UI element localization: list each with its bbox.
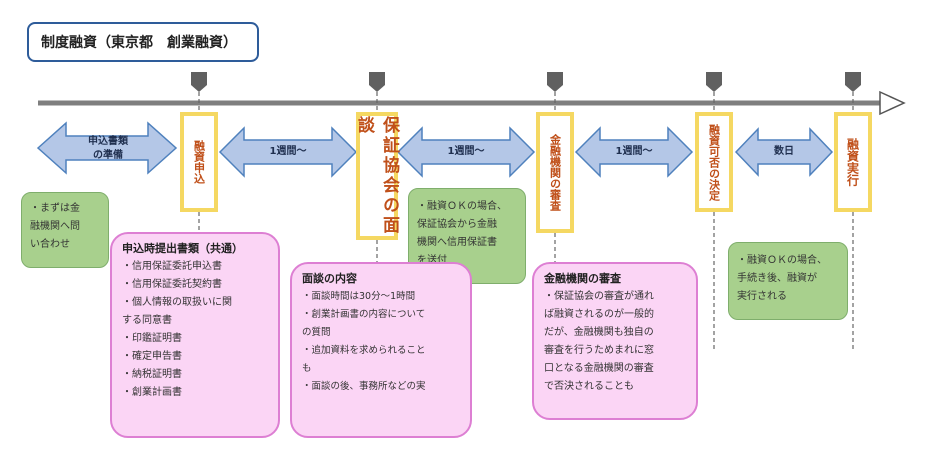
note-line: ・面談時間は30分～1時間: [302, 291, 416, 302]
note-heading: 申込時提出書類（共通）: [122, 242, 243, 255]
note-line: ・印鑑証明書: [122, 333, 182, 344]
stage-loan-application: 融資申込: [180, 112, 218, 212]
duration-label-3: 1週間～: [422, 145, 510, 159]
note-line: ・まずは金: [30, 203, 80, 214]
note-contact-bank: ・まずは金 融機関へ問 い合わせ: [21, 192, 109, 268]
note-line: も: [302, 363, 312, 374]
note-line: ・保証協会の審査が通れ: [544, 291, 654, 302]
note-required-documents: 申込時提出書類（共通） ・信用保証委託申込書 ・信用保証委託契約書 ・個人情報の…: [110, 232, 280, 438]
duration-arrow-1: [36, 121, 178, 175]
note-line: 実行される: [737, 291, 787, 302]
note-line: ・個人情報の取扱いに関: [122, 297, 232, 308]
duration-label-5-text: 数日: [774, 146, 794, 157]
duration-label-4-text: 1週間～: [615, 146, 653, 157]
stage-loan-application-label: 融資申込: [192, 140, 206, 184]
duration-label-3-text: 1週間～: [447, 146, 485, 157]
milestone-pin-3: [547, 72, 563, 262]
note-line: ・融資ＯＫの場合、: [417, 201, 507, 212]
note-line: ・追加資料を求められること: [302, 345, 426, 356]
stage-bank-review-label: 金融機関の審査: [548, 134, 562, 211]
note-interview-content: 面談の内容 ・面談時間は30分～1時間 ・創業計画書の内容について の質問 ・追…: [290, 262, 472, 438]
milestone-pin-5: [845, 72, 861, 350]
note-line: の質問: [302, 327, 331, 338]
note-line: ・創業計画書の内容について: [302, 309, 426, 320]
stage-guarantee-interview-label: 保証協会の面談: [354, 116, 399, 236]
note-line: ・信用保証委託申込書: [122, 261, 222, 272]
duration-arrow-5: [734, 127, 834, 177]
duration-label-2-text: 1週間～: [269, 146, 307, 157]
note-line: だが、金融機関も独自の: [544, 327, 654, 338]
note-line: 口となる金融機関の審査: [544, 363, 654, 374]
milestone-pin-1: [191, 72, 207, 232]
note-line: で否決されることも: [544, 381, 634, 392]
duration-label-4: 1週間～: [600, 145, 668, 159]
note-line: い合わせ: [30, 239, 70, 250]
stage-approval-decision-label: 融資可否の決定: [707, 123, 721, 201]
note-line: ・創業計画書: [122, 387, 182, 398]
milestone-pin-2: [369, 72, 385, 262]
diagram-title-text: 制度融資（東京都 創業融資）: [41, 35, 237, 51]
note-heading: 金融機関の審査: [544, 272, 621, 285]
note-heading: 面談の内容: [302, 272, 357, 285]
duration-arrow-3: [396, 126, 536, 178]
note-line: 機関へ信用保証書: [417, 237, 497, 248]
stage-guarantee-interview: 保証協会の面談: [354, 112, 399, 240]
note-line: ・融資ＯＫの場合、: [737, 255, 827, 266]
duration-label-5: 数日: [758, 145, 810, 159]
diagram-title: 制度融資（東京都 創業融資）: [27, 22, 259, 62]
note-line: ・面談の後、事務所などの実: [302, 381, 426, 392]
duration-label-1: 申込書類 の準備: [68, 135, 148, 163]
note-line: ・信用保証委託契約書: [122, 279, 222, 290]
stage-loan-execution-label: 融資実行: [845, 138, 860, 186]
note-line: 手続き後、融資が: [737, 273, 817, 284]
note-line: ・納税証明書: [122, 369, 182, 380]
duration-label-1-line1: 申込書類: [88, 136, 128, 147]
note-loan-executed: ・融資ＯＫの場合、 手続き後、融資が 実行される: [728, 242, 848, 320]
stage-bank-review: 金融機関の審査: [536, 112, 574, 233]
stage-loan-execution: 融資実行: [834, 112, 872, 212]
note-bank-review: 金融機関の審査 ・保証協会の審査が通れ ば融資されるのが一般的 だが、金融機関も…: [532, 262, 698, 420]
note-line: 審査を行うためまれに窓: [544, 345, 654, 356]
duration-arrow-4: [574, 126, 694, 178]
stage-approval-decision: 融資可否の決定: [695, 112, 733, 212]
note-line: 融機関へ問: [30, 221, 80, 232]
milestone-pin-4: [706, 72, 722, 350]
timeline-arrowhead: [879, 90, 906, 116]
note-line: ・確定申告書: [122, 351, 182, 362]
note-line: する同意書: [122, 315, 172, 326]
note-line: 保証協会から金融: [417, 219, 497, 230]
note-line: ば融資されるのが一般的: [544, 309, 654, 320]
duration-label-1-line2: の準備: [93, 150, 123, 161]
note-line: を送付: [417, 255, 447, 266]
duration-label-2: 1週間～: [244, 145, 332, 159]
